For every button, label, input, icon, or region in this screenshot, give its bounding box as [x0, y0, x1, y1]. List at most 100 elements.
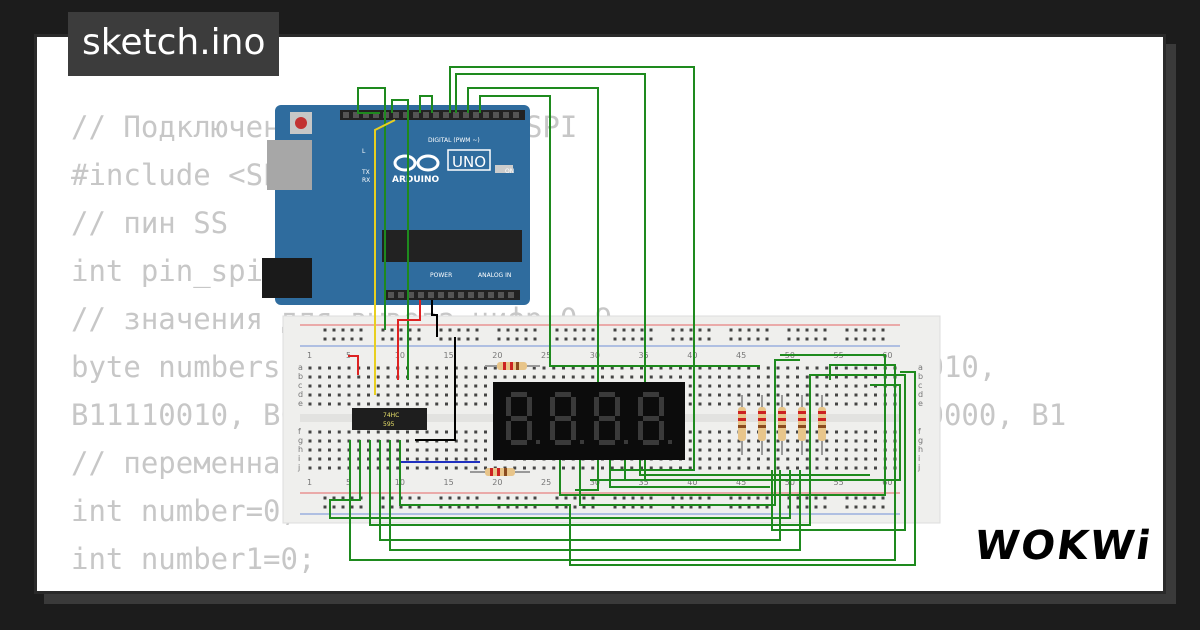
row-letter: a: [918, 363, 923, 372]
column-number: 45: [736, 351, 746, 360]
row-letter: d: [918, 390, 923, 399]
header-pin[interactable]: [398, 292, 404, 298]
code-line: // пин SS: [71, 206, 229, 240]
header-pin[interactable]: [423, 112, 429, 118]
atmega-chip: [382, 230, 522, 262]
header-pin[interactable]: [483, 112, 489, 118]
column-number: 40: [687, 351, 697, 360]
row-letter: i: [298, 454, 300, 463]
column-number: 35: [639, 351, 649, 360]
column-number: 15: [444, 478, 454, 487]
row-letter: i: [918, 454, 920, 463]
header-pin[interactable]: [443, 112, 449, 118]
column-number: 15: [444, 351, 454, 360]
header-pin[interactable]: [513, 112, 519, 118]
rx-label: RX: [362, 177, 370, 184]
header-pin[interactable]: [408, 292, 414, 298]
column-number: 1: [307, 351, 312, 360]
row-letter: b: [918, 372, 923, 381]
header-pin[interactable]: [463, 112, 469, 118]
code-line: int number1=0;: [71, 542, 316, 576]
header-pin[interactable]: [488, 292, 494, 298]
header-pin[interactable]: [428, 292, 434, 298]
display-dot: [624, 440, 628, 444]
row-letter: d: [298, 390, 303, 399]
shift-register-chip[interactable]: 74HC 595: [352, 408, 427, 430]
wires: [329, 66, 916, 566]
uno-label: UNO: [452, 153, 486, 171]
header-pin[interactable]: [403, 112, 409, 118]
on-label: ON: [505, 168, 514, 175]
display-segment: [599, 416, 615, 421]
column-number: 5: [346, 478, 351, 487]
column-number: 60: [882, 478, 892, 487]
seven-segment-display[interactable]: [493, 382, 685, 460]
header-pin[interactable]: [433, 112, 439, 118]
reset-button[interactable]: [295, 117, 307, 129]
row-letter: g: [298, 436, 303, 445]
display-dot: [580, 440, 584, 444]
header-pin[interactable]: [478, 292, 484, 298]
column-number: 30: [590, 478, 600, 487]
display-segment: [638, 421, 643, 440]
display-segment: [550, 397, 555, 416]
header-pin[interactable]: [473, 112, 479, 118]
column-number: 25: [541, 351, 551, 360]
arduino-uno[interactable]: DIGITAL (PWM ~) UNO ARDUINO ON L TX RX P…: [262, 105, 530, 305]
column-number: 1: [307, 478, 312, 487]
display-segment: [511, 440, 527, 445]
header-pin[interactable]: [493, 112, 499, 118]
row-letter: j: [917, 463, 920, 472]
chip-label-line2: 595: [383, 421, 395, 428]
header-pin[interactable]: [508, 292, 514, 298]
row-letter: a: [298, 363, 303, 372]
row-letter: e: [918, 399, 923, 408]
display-segment: [506, 421, 511, 440]
display-dot: [536, 440, 540, 444]
brand-label: ARDUINO: [392, 175, 440, 185]
l-led-label: L: [362, 148, 366, 155]
wokwi-logo: WOKWi: [971, 523, 1156, 569]
display-segment: [527, 421, 532, 440]
display-segment: [643, 392, 659, 397]
header-pin[interactable]: [458, 292, 464, 298]
chip-label-line1: 74HC: [383, 412, 399, 419]
display-segment: [643, 440, 659, 445]
header-pin[interactable]: [393, 112, 399, 118]
display-segment: [506, 397, 511, 416]
resistors: [738, 395, 826, 455]
column-number: 10: [395, 351, 405, 360]
display-segment: [550, 421, 555, 440]
header-pin[interactable]: [373, 112, 379, 118]
row-letter: f: [918, 427, 921, 436]
header-pin[interactable]: [468, 292, 474, 298]
tx-label: TX: [361, 169, 370, 176]
display-segment: [638, 397, 643, 416]
header-pin[interactable]: [438, 292, 444, 298]
resistor: [758, 407, 766, 441]
header-pin[interactable]: [418, 292, 424, 298]
header-pin[interactable]: [503, 112, 509, 118]
header-pin[interactable]: [353, 112, 359, 118]
header-pin[interactable]: [388, 292, 394, 298]
row-letter: j: [297, 463, 300, 472]
row-letter: e: [298, 399, 303, 408]
display-segment: [594, 421, 599, 440]
column-number: 60: [882, 351, 892, 360]
header-pin[interactable]: [413, 112, 419, 118]
header-pin[interactable]: [453, 112, 459, 118]
column-number: 45: [736, 478, 746, 487]
display-segment: [571, 421, 576, 440]
header-pin[interactable]: [343, 112, 349, 118]
column-number: 30: [590, 351, 600, 360]
horizontal-resistor-2: [470, 468, 530, 476]
header-pin[interactable]: [448, 292, 454, 298]
code-line: int number2=0;: [71, 590, 315, 591]
column-number: 40: [687, 478, 697, 487]
display-segment: [511, 392, 527, 397]
header-pin[interactable]: [363, 112, 369, 118]
header-pin[interactable]: [498, 292, 504, 298]
file-tab[interactable]: sketch.ino: [68, 12, 280, 76]
row-letter: c: [298, 381, 302, 390]
